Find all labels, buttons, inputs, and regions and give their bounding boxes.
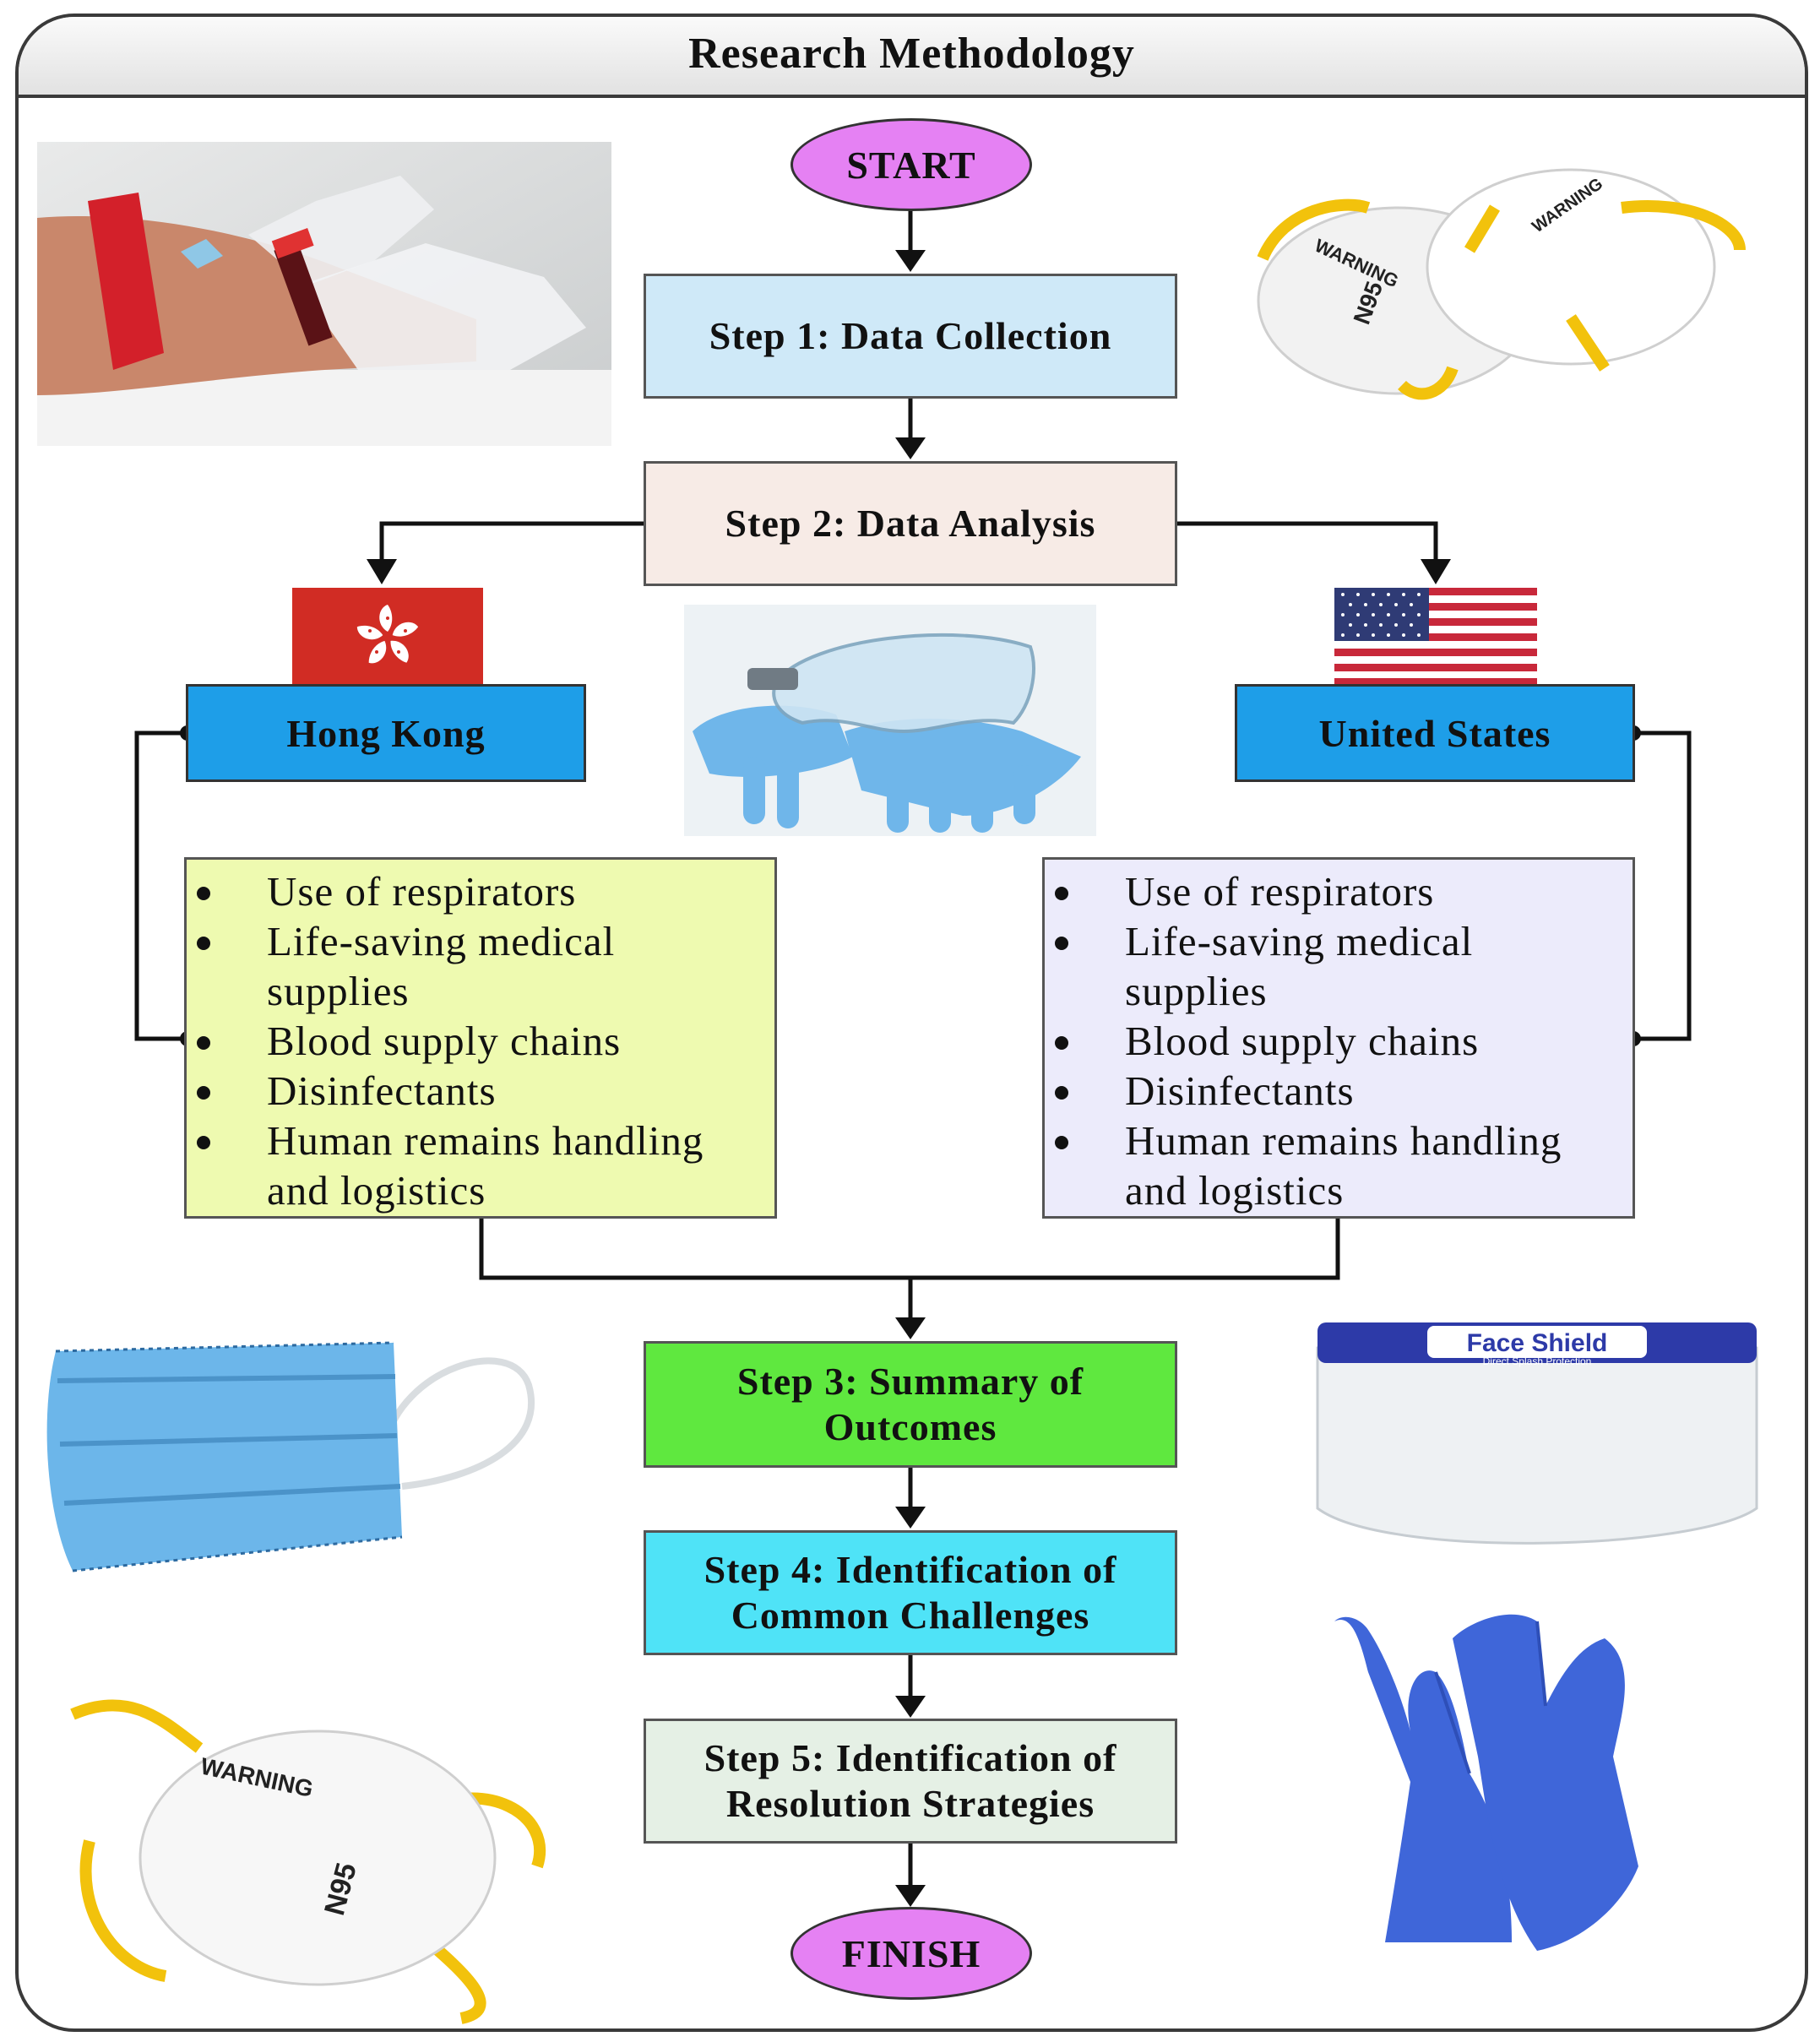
arrow-to-us (1177, 521, 1438, 568)
list-item: Use of respirators (1045, 866, 1624, 916)
hong-kong-factor-list: Use of respirators Life-saving medical s… (184, 857, 777, 1219)
n95-mask-photo-icon: WARNING N95 (70, 1699, 546, 2024)
hong-kong-flag-icon (292, 588, 483, 686)
list-item: Disinfectants (187, 1066, 766, 1116)
blue-gloves-photo-icon (1334, 1614, 1638, 1951)
list-item: Human remains handling and logistics (187, 1116, 766, 1215)
hong-kong-box: Hong Kong (186, 684, 586, 782)
n95-masks-photo-icon: WARNING WARNING N95 (1257, 168, 1746, 400)
list-item: Use of respirators (187, 866, 766, 916)
face-shield-photo-icon: Face Shield Direct Splash Protection (1316, 1322, 1758, 1545)
diagram-title: Research Methodology (688, 30, 1135, 78)
step5-box: Step 5: Identification of Resolution Str… (644, 1719, 1177, 1844)
united-states-factor-list: Use of respirators Life-saving medical s… (1042, 857, 1635, 1219)
merge-line (479, 1219, 1340, 1280)
step4-box: Step 4: Identification of Common Challen… (644, 1530, 1177, 1655)
right-bracket (1633, 730, 1692, 1041)
left-bracket (134, 730, 187, 1041)
svg-text:Face Shield: Face Shield (1467, 1329, 1608, 1357)
step3-box: Step 3: Summary of Outcomes (644, 1341, 1177, 1468)
step2-box: Step 2: Data Analysis (644, 461, 1177, 586)
list-item: Disinfectants (1045, 1066, 1624, 1116)
goggles-gloves-photo-icon (684, 605, 1096, 836)
arrow-to-hongkong (379, 521, 644, 568)
title-bar: Research Methodology (19, 17, 1805, 98)
list-item: Life-saving medical supplies (187, 916, 766, 1016)
blood-draw-photo-icon (37, 142, 611, 446)
svg-text:Direct Splash Protection: Direct Splash Protection (1483, 1355, 1592, 1367)
surgical-mask-photo-icon (46, 1341, 535, 1572)
united-states-box: United States (1235, 684, 1635, 782)
start-node: START (790, 118, 1032, 211)
list-item: Blood supply chains (1045, 1016, 1624, 1066)
list-item: Life-saving medical supplies (1045, 916, 1624, 1016)
list-item: Blood supply chains (187, 1016, 766, 1066)
finish-node: FINISH (790, 1907, 1032, 2000)
us-flag-icon (1334, 588, 1537, 686)
step1-box: Step 1: Data Collection (644, 274, 1177, 399)
list-item: Human remains handling and logistics (1045, 1116, 1624, 1215)
